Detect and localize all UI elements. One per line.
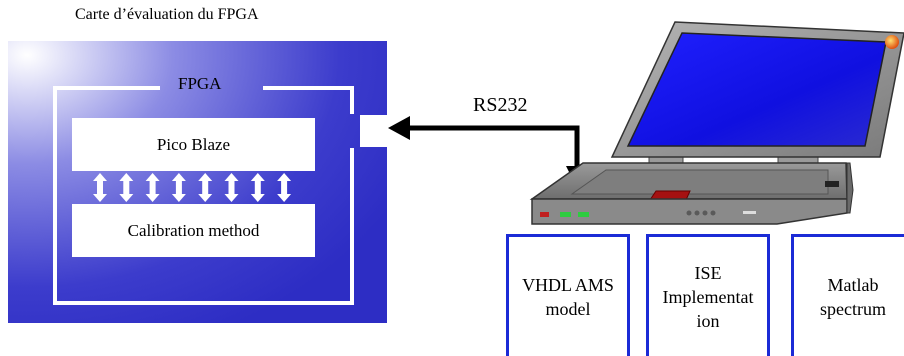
pico-blaze-block: Pico Blaze [72,118,315,171]
tool-label: VHDL AMS model [522,274,614,319]
laptop-slot [743,211,756,214]
laptop [529,21,904,225]
bidirectional-arrow-icon [198,173,213,202]
bidirectional-arrow-icon [277,173,292,202]
fpga-label: FPGA [178,74,222,93]
power-led-icon [885,35,899,49]
tool-box-ise: ISE Implementat ion [646,234,770,356]
calibration-method-block: Calibration method [72,204,315,257]
rs232-arrowhead-left [388,116,410,140]
calibration-method-label: Calibration method [127,220,260,240]
bidirectional-arrow-icon [224,173,239,202]
tool-box-matlab: Matlab spectrum [791,234,904,356]
laptop-screen [626,32,887,147]
bidirectional-arrow-icon [145,173,160,202]
board-caption: Carte d’évaluation du FPGA [75,6,259,23]
bidirectional-arrow-icon [250,173,265,202]
rs232-label: RS232 [473,94,528,116]
bidirectional-arrow-icon [93,173,107,202]
status-led-green [578,212,589,217]
status-led-red [540,212,549,217]
pico-blaze-label: Pico Blaze [156,134,231,154]
serial-port [360,115,387,147]
bidirectional-arrow-icon [119,173,134,202]
tool-box-vhdl: VHDL AMS model [506,234,630,356]
fpga-chip-outline [53,86,354,305]
laptop-keyboard [570,169,829,195]
status-led-green [560,212,571,217]
usb-port-icon [825,181,839,187]
tool-label: ISE Implementat ion [662,262,754,331]
tool-label: Matlab spectrum [820,274,886,319]
data-bus-arrows [93,173,292,202]
bidirectional-arrow-icon [171,173,186,202]
rs232-link-line [405,125,580,170]
